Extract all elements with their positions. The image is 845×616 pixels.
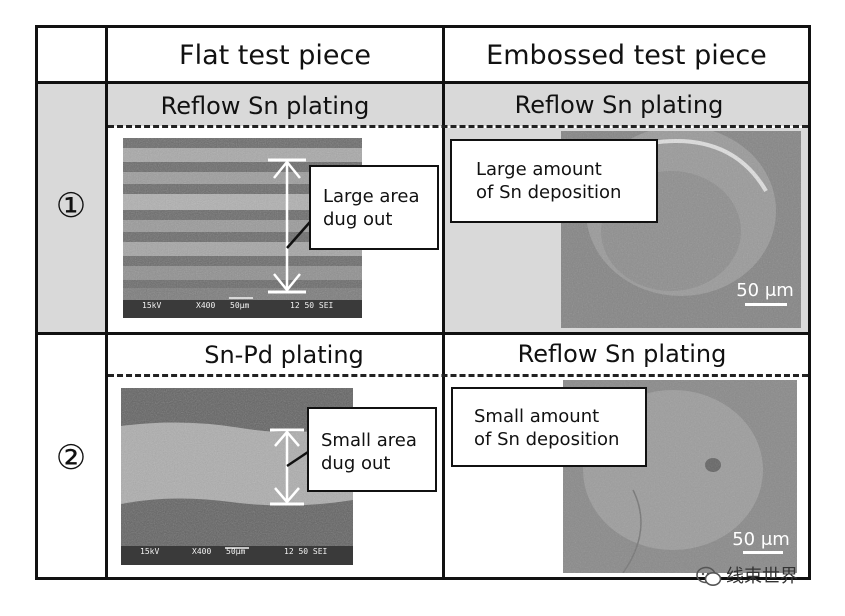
- row1-embossed-heading-shade: [445, 83, 808, 126]
- table-border-right: [808, 25, 811, 580]
- row1-embossed-scale-bar: [745, 303, 787, 306]
- row1-label-shade: [37, 83, 107, 333]
- row2-flat-plating-label: Sn-Pd plating: [204, 341, 364, 369]
- watermark-text: 线束世界: [726, 566, 798, 587]
- row1-embossed-callout: Large amount of Sn deposition: [450, 139, 658, 223]
- row1-flat-plating-label: Reflow Sn plating: [160, 92, 370, 120]
- row1-flat-callout-line2: dug out: [323, 209, 393, 230]
- row1-flat-callout: Large area dug out: [309, 165, 439, 250]
- row-label-1: ①: [55, 186, 87, 226]
- row1-flat-sem-scale: 50μm: [230, 301, 250, 310]
- row2-embossed-plating-label: Reflow Sn plating: [517, 340, 727, 368]
- column-header-embossed: Embossed test piece: [486, 40, 767, 71]
- row1-embossed-callout-line1: Large amount: [476, 159, 602, 180]
- row2-flat-sem-mag: X400: [192, 547, 212, 556]
- row1-embossed-plating-label: Reflow Sn plating: [514, 91, 724, 119]
- row-label-2: ②: [55, 438, 87, 478]
- row2-embossed-scale-label: 50 μm: [732, 529, 790, 550]
- row2-embossed-scale-bar: [743, 551, 783, 554]
- wechat-icon: [696, 566, 722, 586]
- column-divider: [442, 25, 445, 580]
- row2-dashed-separator: [108, 374, 808, 377]
- label-column-divider: [105, 25, 108, 580]
- column-header-flat: Flat test piece: [179, 40, 371, 71]
- row2-embossed-callout: Small amount of Sn deposition: [451, 387, 647, 467]
- header-divider: [35, 81, 811, 84]
- row1-flat-sem-kv: 15kV: [142, 301, 162, 310]
- row1-flat-double-arrow: [268, 158, 311, 294]
- row1-flat-callout-line1: Large area: [323, 186, 420, 207]
- row2-flat-double-arrow: [270, 428, 309, 506]
- row-divider: [35, 332, 811, 335]
- row2-flat-callout-line2: dug out: [321, 453, 391, 474]
- row2-flat-callout-line1: Small area: [321, 430, 417, 451]
- row1-flat-heading-shade: [108, 83, 444, 126]
- row2-flat-callout: Small area dug out: [307, 407, 437, 492]
- row2-embossed-callout-line1: Small amount: [474, 406, 600, 427]
- row2-flat-sem-info: 12 50 SEI: [284, 547, 328, 556]
- row2-flat-sem-scale: 50μm: [226, 547, 246, 556]
- row1-embossed-callout-line2: of Sn deposition: [476, 182, 622, 203]
- row1-dashed-separator: [108, 125, 808, 128]
- table-border-top: [35, 25, 811, 28]
- row2-embossed-callout-line2: of Sn deposition: [474, 429, 620, 450]
- table-border-bottom: [35, 577, 811, 580]
- row2-flat-sem-kv: 15kV: [140, 547, 160, 556]
- row1-flat-sem-mag: X400: [196, 301, 216, 310]
- row1-embossed-scale-label: 50 μm: [736, 280, 794, 301]
- row1-flat-sem-info: 12 50 SEI: [290, 301, 334, 310]
- table-border-left: [35, 25, 38, 580]
